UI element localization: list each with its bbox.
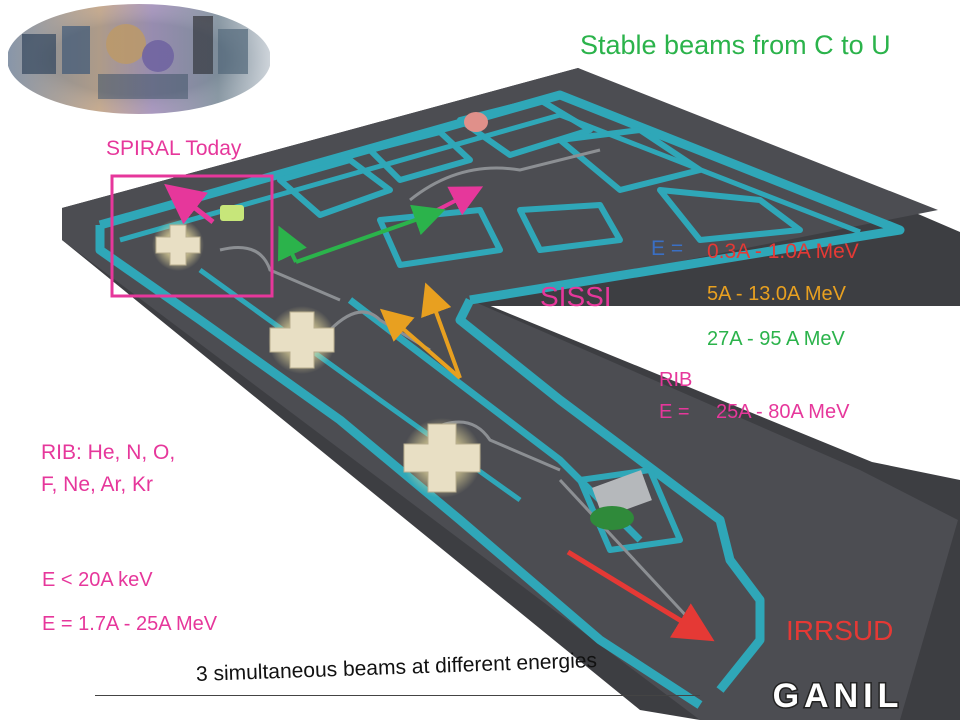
energy-low-label: E < 20A keV <box>42 569 153 591</box>
ganil-logo-text: GANIL <box>773 677 904 715</box>
rib-energy-prefix: E = <box>659 401 690 423</box>
energy-value-3: 27A - 95 A MeV <box>707 328 845 350</box>
irrsud-label: IRRSUD <box>786 615 894 646</box>
spiral-highlight-box <box>110 174 274 298</box>
arrow-irrsud <box>566 549 715 642</box>
cyclotron-3 <box>402 418 482 498</box>
arrow-orange-1 <box>379 308 462 380</box>
cyclotron-1 <box>152 219 204 271</box>
photo-collage <box>7 4 271 114</box>
arrow-orange-2 <box>421 282 462 379</box>
rib-energy-value: 25A - 80A MeV <box>716 401 850 423</box>
cyclotron-2 <box>268 306 336 374</box>
arrow-green <box>295 204 446 264</box>
rib-label: RIB <box>659 369 693 391</box>
energy-value-1: 0.3A - 1.0A MeV <box>707 240 859 263</box>
rib-list-line-1: RIB: He, N, O, <box>41 441 176 464</box>
energy-value-2: 5A - 13.0A MeV <box>707 283 846 305</box>
energy-range-label: E = 1.7A - 25A MeV <box>42 613 218 635</box>
ganil-logo: GANIL <box>738 676 938 717</box>
rib-list-line-2: F, Ne, Ar, Kr <box>41 473 154 496</box>
sissi-label: SISSI <box>540 281 612 312</box>
energy-prefix-label: E = <box>651 237 684 260</box>
spiral-today-label: SPIRAL Today <box>106 137 242 160</box>
arrow-spiral <box>164 183 215 225</box>
page-title: Stable beams from C to U <box>580 30 891 60</box>
footer-rule <box>95 695 700 696</box>
